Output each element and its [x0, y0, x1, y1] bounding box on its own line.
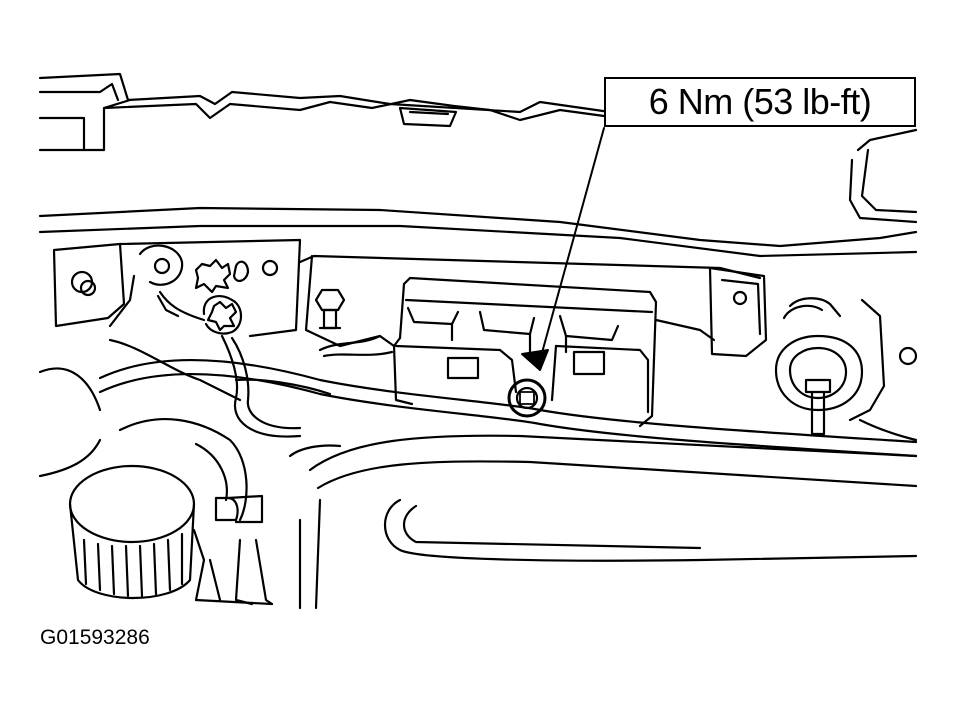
left-bracket: [52, 238, 302, 338]
cowl-panel: [38, 72, 918, 258]
figure-id: G01593286: [40, 626, 150, 649]
torque-label: 6 Nm (53 lb-ft): [648, 81, 872, 122]
right-bracket: [654, 266, 918, 442]
lower-hoses: [38, 338, 274, 606]
reservoir-cap: [68, 464, 196, 600]
module-housing: [318, 276, 658, 428]
torque-callout-box: 6 Nm (53 lb-ft): [604, 77, 916, 127]
leader-arrow: [521, 127, 605, 371]
intake-duct: [288, 434, 918, 610]
ground-strap: [158, 290, 302, 438]
wire-harness: [98, 358, 918, 458]
torque-bolt: [507, 378, 547, 418]
